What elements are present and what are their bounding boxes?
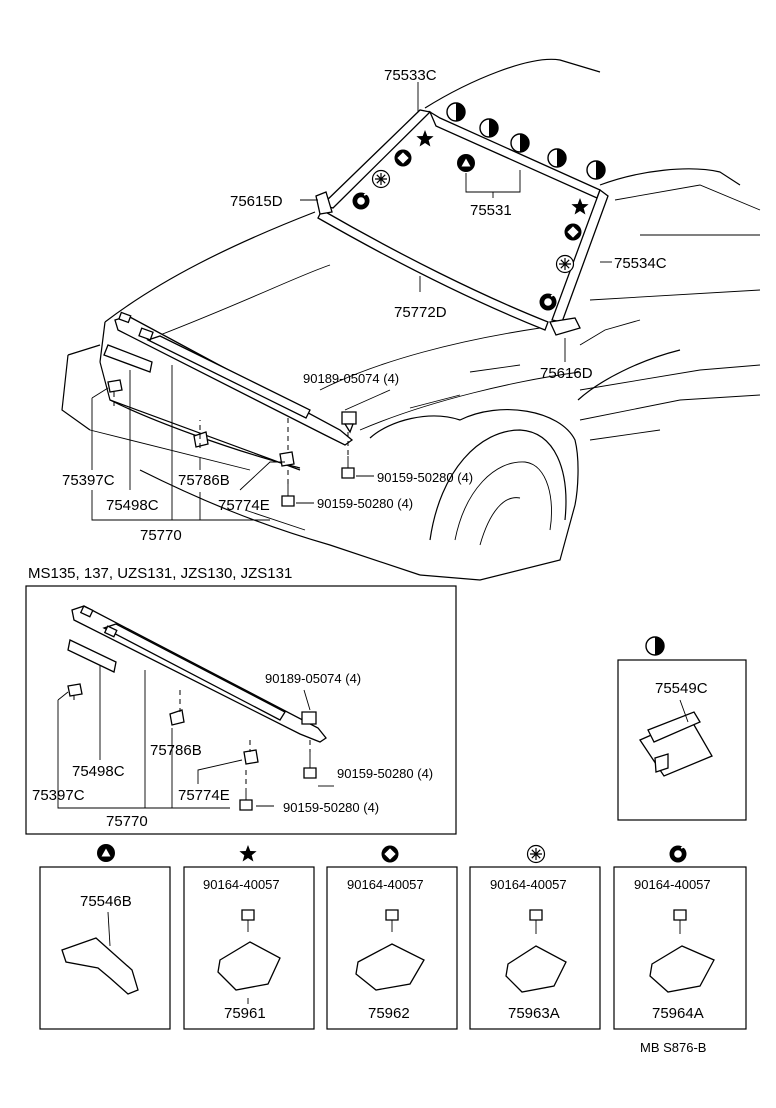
diamond-symbol-2 — [564, 223, 582, 241]
star-symbol-1 — [416, 130, 434, 147]
side-box-half-circle-icon — [645, 636, 665, 656]
label-75786B: 75786B — [178, 472, 230, 489]
hood-moulding — [103, 311, 357, 507]
label-75397C: 75397C — [62, 472, 115, 489]
side-box-part — [639, 699, 713, 777]
half-circle-symbol-3 — [510, 133, 530, 153]
label-75615D: 75615D — [230, 193, 283, 210]
label-75533C: 75533C — [384, 67, 437, 84]
inset-box — [25, 585, 457, 835]
label-75531: 75531 — [470, 202, 512, 219]
detail-5-part — [649, 909, 715, 993]
detail-5-part-label: 75964A — [652, 1005, 704, 1022]
detail-3-screw-label: 90164-40057 — [347, 877, 424, 892]
detail-1-part-label: 75546B — [80, 893, 132, 910]
label-screw-90159-a: 90159-50280 (4) — [377, 470, 473, 485]
footer-code: MB S876-B — [640, 1040, 706, 1055]
inset-label-75770: 75770 — [106, 813, 148, 830]
leader-lines — [91, 82, 612, 521]
asterisk-symbol-2 — [555, 254, 575, 274]
detail-4-screw-label: 90164-40057 — [490, 877, 567, 892]
detail-box-1 — [39, 866, 171, 1030]
inset-parts — [67, 605, 327, 811]
half-circle-symbol-2 — [479, 118, 499, 138]
detail-5-screw-label: 90164-40057 — [634, 877, 711, 892]
inset-label-75774E: 75774E — [178, 787, 230, 804]
detail-box-5 — [613, 866, 747, 1030]
ring-symbol-1 — [351, 191, 371, 211]
label-screw-90159-b: 90159-50280 (4) — [317, 496, 413, 511]
side-box — [617, 659, 747, 821]
detail-3-diamond-icon — [381, 845, 399, 863]
ring-symbol-2 — [538, 292, 558, 312]
detail-4-part — [505, 909, 567, 993]
label-75498C: 75498C — [106, 497, 159, 514]
detail-2-star-icon — [239, 845, 257, 862]
detail-box-2 — [183, 866, 315, 1030]
label-bolt-90189: 90189-05074 (4) — [303, 371, 399, 386]
detail-1-triangle-icon — [97, 844, 115, 862]
star-symbol-2 — [571, 198, 589, 215]
label-75774E: 75774E — [218, 497, 270, 514]
detail-box-3 — [326, 866, 458, 1030]
detail-2-part — [217, 909, 281, 1004]
car-body-outline — [61, 58, 761, 581]
side-box-label: 75549C — [655, 680, 708, 697]
half-circle-symbol-5 — [586, 160, 606, 180]
inset-label-screw-a: 90159-50280 (4) — [337, 766, 433, 781]
asterisk-symbol-1 — [371, 169, 391, 189]
inset-leader-lines — [57, 665, 334, 809]
detail-2-screw-label: 90164-40057 — [203, 877, 280, 892]
inset-label-bolt: 90189-05074 (4) — [265, 671, 361, 686]
detail-4-asterisk-icon — [526, 844, 546, 864]
detail-box-4 — [469, 866, 601, 1030]
detail-3-part — [355, 909, 425, 991]
inset-label-75498C: 75498C — [72, 763, 125, 780]
detail-1-part — [61, 911, 139, 995]
half-circle-symbol-1 — [446, 102, 466, 122]
detail-2-part-label: 75961 — [224, 1005, 266, 1022]
triangle-symbol-1 — [457, 154, 475, 172]
diamond-symbol-1 — [394, 149, 412, 167]
label-75770: 75770 — [140, 527, 182, 544]
detail-5-ring-icon — [668, 844, 688, 864]
detail-4-part-label: 75963A — [508, 1005, 560, 1022]
half-circle-symbol-4 — [547, 148, 567, 168]
inset-label-75786B: 75786B — [150, 742, 202, 759]
label-75772D: 75772D — [394, 304, 447, 321]
inset-label-75397C: 75397C — [32, 787, 85, 804]
detail-3-part-label: 75962 — [368, 1005, 410, 1022]
label-75616D: 75616D — [540, 365, 593, 382]
label-75534C: 75534C — [614, 255, 667, 272]
inset-title: MS135, 137, UZS131, JZS130, JZS131 — [28, 565, 292, 582]
windshield-moulding-lower — [315, 191, 581, 336]
inset-label-screw-b: 90159-50280 (4) — [283, 800, 379, 815]
